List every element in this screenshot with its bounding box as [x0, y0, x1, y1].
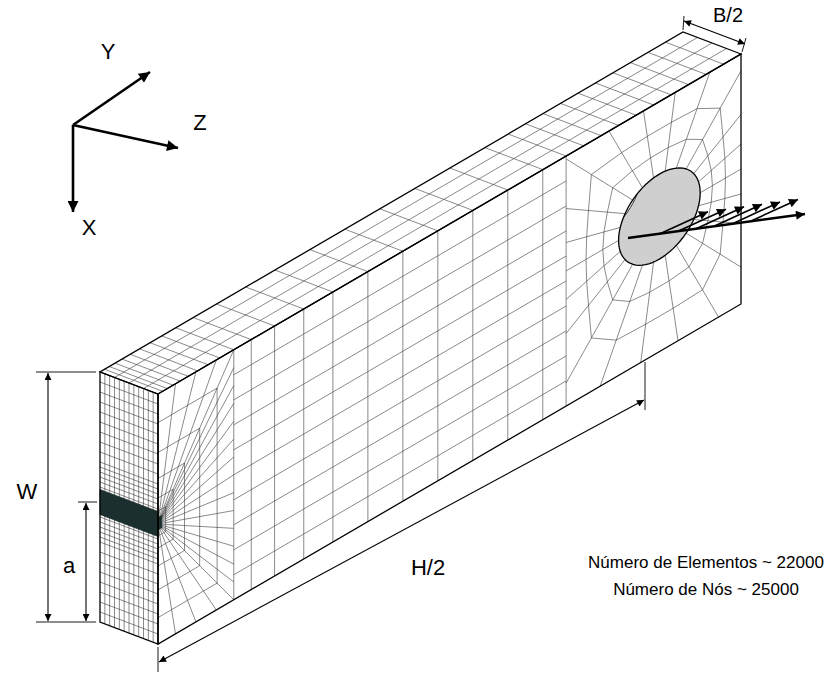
mesh-note: Número de Nós ~ 25000	[613, 580, 799, 600]
dimension-label: H/2	[411, 555, 445, 580]
mesh-line	[129, 43, 712, 383]
mesh-line	[686, 233, 741, 267]
crack-band	[100, 490, 158, 537]
mesh-line	[234, 381, 566, 575]
dimensions	[36, 16, 746, 672]
dimension-label: a	[63, 553, 75, 578]
dimension-label: B/2	[713, 4, 743, 27]
mesh-line	[158, 489, 173, 548]
mesh-line	[158, 457, 234, 524]
top-face	[100, 32, 741, 394]
axis-label: Y	[101, 39, 116, 64]
mesh-line	[641, 262, 654, 362]
mesh-line	[566, 227, 620, 242]
extension-line	[683, 16, 684, 30]
mesh-line	[566, 240, 618, 271]
mesh-model	[100, 32, 741, 644]
mesh-line	[234, 306, 566, 500]
mesh-line	[700, 169, 741, 193]
mesh-line	[234, 331, 566, 525]
end-face	[100, 372, 158, 644]
mesh-line	[158, 388, 217, 617]
load-arrow	[660, 212, 708, 234]
load-arrow	[750, 199, 798, 221]
mesh-line	[566, 209, 625, 214]
dimension-line	[159, 400, 644, 662]
specimen-edge	[100, 372, 158, 644]
specimen-edge	[100, 32, 741, 394]
dimension-label: W	[17, 479, 38, 504]
mesh-line	[234, 256, 566, 450]
extension-line	[645, 362, 646, 410]
axis-line	[73, 125, 178, 148]
mesh-line	[676, 72, 709, 168]
mesh-line	[144, 49, 727, 389]
extension-line	[36, 372, 96, 373]
extension-line	[36, 622, 96, 623]
mesh-line	[115, 38, 698, 378]
extension-line	[78, 502, 97, 503]
mesh-line	[158, 439, 234, 524]
mesh-line	[234, 181, 566, 375]
mesh-line	[686, 71, 741, 169]
mesh-line	[158, 421, 234, 524]
mesh-line	[600, 265, 642, 386]
load-arrows	[628, 199, 805, 238]
mesh-line	[158, 403, 234, 524]
mesh-line	[234, 206, 566, 400]
mesh-line	[644, 111, 654, 178]
mesh-line	[603, 139, 713, 301]
mesh-line	[566, 264, 633, 383]
mesh-note: Número de Elementos ~ 22000	[588, 553, 824, 573]
mesh-line	[566, 251, 620, 299]
mesh-line	[699, 194, 741, 206]
extension-line	[158, 647, 159, 672]
axis-line	[72, 125, 75, 212]
loading-hole	[619, 168, 701, 265]
mesh-line	[158, 360, 216, 524]
load-arrow	[696, 207, 744, 229]
mesh-line	[158, 524, 175, 634]
mesh-line	[158, 386, 234, 524]
mesh-line	[234, 356, 566, 550]
mesh-line	[665, 92, 675, 171]
axis-label: X	[82, 215, 97, 240]
coordinate-axes	[73, 72, 178, 212]
mesh-line	[699, 144, 741, 182]
mesh-line	[158, 463, 185, 566]
hole-wall	[619, 168, 701, 265]
mesh-line	[158, 524, 234, 600]
mesh-line	[158, 475, 234, 524]
mesh-line	[676, 245, 718, 317]
mesh-line	[158, 428, 200, 590]
mesh-line	[665, 255, 678, 340]
mesh-line	[158, 493, 234, 524]
hole-back-edge	[561, 146, 643, 243]
load-arrow	[714, 204, 762, 226]
dimension-line	[47, 373, 48, 621]
load-arrow	[732, 202, 780, 224]
mesh-line	[566, 260, 625, 334]
extension-line	[742, 38, 746, 52]
mesh-line	[158, 524, 196, 622]
axis-label: Z	[193, 110, 206, 135]
load-arrow	[678, 209, 726, 231]
mesh-line	[609, 131, 642, 188]
mesh-line	[158, 524, 234, 528]
mesh-line	[234, 231, 566, 425]
mesh-line	[234, 281, 566, 475]
mesh-line	[158, 511, 234, 524]
axis-line	[73, 72, 150, 125]
mesh-line	[158, 524, 216, 610]
dimension-line	[85, 503, 86, 621]
mesh-line	[158, 507, 166, 536]
mesh-line	[158, 350, 234, 524]
mesh-line	[158, 524, 234, 564]
mesh-line	[158, 372, 196, 524]
